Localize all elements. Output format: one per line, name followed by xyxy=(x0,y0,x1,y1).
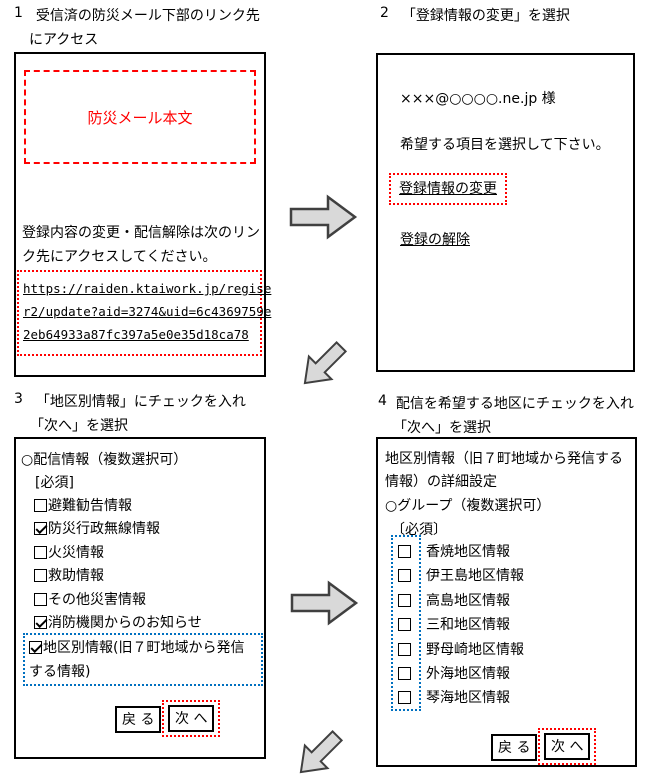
checkbox-row-fire-department-notice: 消防機関からのお知らせ xyxy=(34,612,202,632)
checkbox-label: 伊王島地区情報 xyxy=(426,568,524,584)
checkbox-evacuation-advisory[interactable] xyxy=(34,498,47,512)
required-label: 〔必須〕 xyxy=(391,522,447,538)
checkbox-fire[interactable] xyxy=(34,545,47,559)
checkbox-label: 高島地区情報 xyxy=(426,593,510,609)
delivery-info-section-label: ○配信情報（複数選択可） xyxy=(21,452,188,468)
checkbox-district-info[interactable] xyxy=(29,641,42,654)
unsubscribe-link[interactable]: 登録の解除 xyxy=(400,232,470,248)
unsubscribe-link-row: 登録の解除 xyxy=(400,229,470,249)
step3-title: 3 「地区別情報」にチェックを入れ xyxy=(14,391,246,411)
district-checkbox-highlight-box xyxy=(391,535,421,711)
checkbox-label: 香焼地区情報 xyxy=(426,544,510,560)
step4-title-line2: 「次へ」を選択 xyxy=(393,420,491,436)
checkbox-row-takashima: 高島地区情報 xyxy=(398,590,510,610)
step1-number: 1 xyxy=(14,5,23,21)
district-detail-desc-line2: 情報）の詳細設定 xyxy=(385,474,497,490)
step2-title: 2 「登録情報の変更」を選択 xyxy=(380,5,570,25)
back-button[interactable]: 戻 る xyxy=(115,706,162,733)
checkbox-row-sotome: 外海地区情報 xyxy=(398,663,510,683)
mail-instruction-line1: 登録内容の変更・配信解除は次のリン xyxy=(22,225,260,241)
checkbox-row-nomozaki: 野母崎地区情報 xyxy=(398,639,524,659)
step2-number: 2 xyxy=(380,5,389,21)
checkbox-fire-department-notice[interactable] xyxy=(34,615,47,629)
arrow-step2-to-step3-icon xyxy=(288,340,358,389)
change-link-highlight-box: 登録情報の変更 xyxy=(389,173,507,205)
checkbox-disaster-radio[interactable] xyxy=(34,521,47,535)
checkbox-label: 琴海地区情報 xyxy=(426,690,510,706)
checkbox-row-iojima: 伊王島地区情報 xyxy=(398,565,524,585)
next-button-highlight-box: 次 へ xyxy=(162,700,221,737)
next-button-highlight-box: 次 へ xyxy=(538,728,597,765)
checkbox-label: 野母崎地区情報 xyxy=(426,642,524,658)
checkbox-row-district-info: 地区別情報(旧７町地域から発信する情報) xyxy=(29,636,257,684)
checkbox-label: 消防機関からのお知らせ xyxy=(48,615,202,631)
required-label: [必須] xyxy=(35,475,74,491)
checkbox-other-disaster[interactable] xyxy=(34,592,47,606)
checkbox-takashima[interactable] xyxy=(398,593,411,607)
step2-panel: ×××@○○○○.ne.jp 様 希望する項目を選択して下さい。 登録情報の変更… xyxy=(376,53,635,372)
checkbox-row-kinkai: 琴海地区情報 xyxy=(398,687,510,707)
mail-body-placeholder-box: 防災メール本文 xyxy=(24,70,256,164)
arrow-step3-to-step4-icon xyxy=(289,579,359,627)
checkbox-row-sanwa: 三和地区情報 xyxy=(398,614,510,634)
checkbox-rescue[interactable] xyxy=(34,568,47,582)
district-detail-desc-line1: 地区別情報（旧７町地域から発信する xyxy=(385,451,623,467)
checkbox-label: 防災行政無線情報 xyxy=(48,521,160,537)
district-info-highlight-box xyxy=(23,633,263,686)
arrow-step4-to-next-icon xyxy=(284,729,354,778)
checkbox-nomozaki[interactable] xyxy=(398,642,411,656)
step1-title-text: 受信済の防災メール下部のリンク先 xyxy=(35,8,260,24)
mail-link[interactable]: https://raiden.ktaiwork.jp/regise xyxy=(23,281,272,296)
step3-title-line2: 「次へ」を選択 xyxy=(30,418,128,434)
checkbox-sanwa[interactable] xyxy=(398,617,411,631)
arrow-step1-to-step2-icon xyxy=(288,193,358,241)
recipient-address: ×××@○○○○.ne.jp 様 xyxy=(400,91,556,107)
checkbox-label: その他災害情報 xyxy=(48,592,146,608)
back-button[interactable]: 戻 る xyxy=(491,734,538,761)
checkbox-iojima[interactable] xyxy=(398,568,411,582)
mail-body-label: 防災メール本文 xyxy=(87,108,193,127)
checkbox-sotome[interactable] xyxy=(398,666,411,680)
checkbox-row-evacuation-advisory: 避難勧告情報 xyxy=(34,495,132,515)
checkbox-label: 避難勧告情報 xyxy=(48,498,132,514)
step1-title: 1 受信済の防災メール下部のリンク先 xyxy=(14,5,260,25)
checkbox-kinkai[interactable] xyxy=(398,690,411,704)
group-section-label: ○グループ（複数選択可） xyxy=(385,498,551,514)
mail-link[interactable]: 2eb64933a87fc397a5e0e35d18ca78 xyxy=(23,327,249,342)
checkbox-row-koyagi: 香焼地区情報 xyxy=(398,541,510,561)
step4-number: 4 xyxy=(378,393,387,409)
mail-instruction-line2: ク先にアクセスしてください。 xyxy=(22,249,217,265)
step3-title-text: 「地区別情報」にチェックを入れ xyxy=(35,394,246,410)
step1-panel: 防災メール本文 登録内容の変更・配信解除は次のリン ク先にアクセスしてください。… xyxy=(14,52,272,377)
checkbox-label: 外海地区情報 xyxy=(426,666,510,682)
next-button[interactable]: 次 へ xyxy=(168,705,215,732)
step4-title-text: 配信を希望する地区にチェックを入れ xyxy=(395,396,634,412)
checkbox-row-other-disaster: その他災害情報 xyxy=(34,589,146,609)
step1-title-line2: にアクセス xyxy=(29,32,99,48)
next-button[interactable]: 次 へ xyxy=(544,733,591,760)
step3-number: 3 xyxy=(14,391,23,407)
step4-panel: 地区別情報（旧７町地域から発信する 情報）の詳細設定 ○グループ（複数選択可） … xyxy=(376,437,637,767)
select-item-prompt: 希望する項目を選択して下さい。 xyxy=(400,137,610,153)
mail-link-highlight-box: https://raiden.ktaiwork.jp/regise r2/upd… xyxy=(17,270,272,356)
checkbox-row-rescue: 救助情報 xyxy=(34,565,104,585)
step4-title: 4 配信を希望する地区にチェックを入れ xyxy=(378,393,634,413)
change-registration-link[interactable]: 登録情報の変更 xyxy=(399,181,497,197)
checkbox-label: 三和地区情報 xyxy=(426,617,510,633)
checkbox-label: 救助情報 xyxy=(48,568,104,584)
mail-link[interactable]: r2/update?aid=3274&uid=6c4369759e xyxy=(23,304,272,319)
checkbox-row-fire: 火災情報 xyxy=(34,542,104,562)
checkbox-koyagi[interactable] xyxy=(398,544,411,558)
checkbox-row-disaster-radio: 防災行政無線情報 xyxy=(34,518,160,538)
checkbox-label: 火災情報 xyxy=(48,545,104,561)
checkbox-label: 地区別情報(旧７町地域から発信する情報) xyxy=(29,640,245,680)
step2-title-text: 「登録情報の変更」を選択 xyxy=(401,8,570,24)
step3-panel: ○配信情報（複数選択可） [必須] 避難勧告情報 防災行政無線情報 火災情報 救… xyxy=(14,437,266,759)
